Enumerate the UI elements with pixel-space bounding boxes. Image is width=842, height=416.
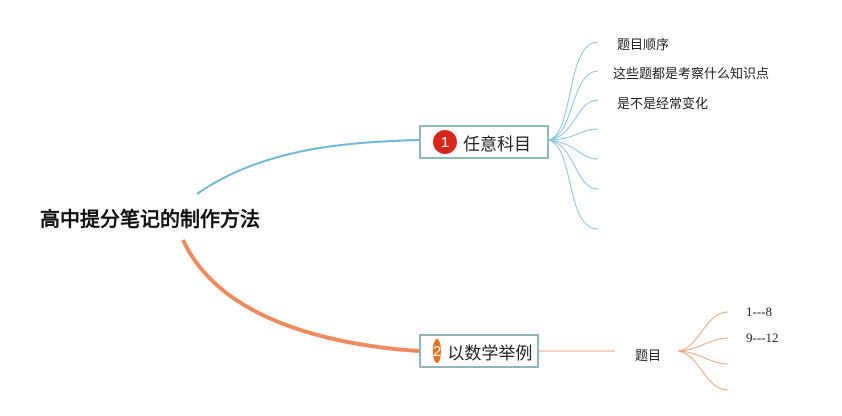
leaf-topic1-2[interactable]: 这些题都是考察什么知识点: [613, 67, 770, 82]
leaf-topic1-3[interactable]: 是不是经常变化: [617, 97, 709, 112]
child-topic[interactable]: 题目: [635, 349, 662, 364]
child-fanout: [677, 311, 729, 391]
leaf-child-2[interactable]: 9---12: [746, 330, 779, 345]
topic-2[interactable]: 2 以数学举例: [419, 334, 539, 368]
topic-1[interactable]: 1 任意科目: [419, 125, 549, 159]
connector-root-topic1: [196, 139, 420, 195]
topic-2-label: 以数学举例: [447, 343, 533, 364]
connector-root-topic2: [181, 239, 420, 353]
leaf-child-1[interactable]: 1---8: [746, 304, 772, 319]
number-badge-icon: 1: [433, 130, 457, 154]
root-topic[interactable]: 高中提分笔记的制作方法: [40, 207, 260, 231]
number-badge-icon: 2: [433, 339, 442, 363]
leaf-topic1-1[interactable]: 题目顺序: [617, 38, 670, 53]
topic1-fanout: [547, 41, 599, 230]
topic-1-label: 任意科目: [463, 134, 531, 155]
